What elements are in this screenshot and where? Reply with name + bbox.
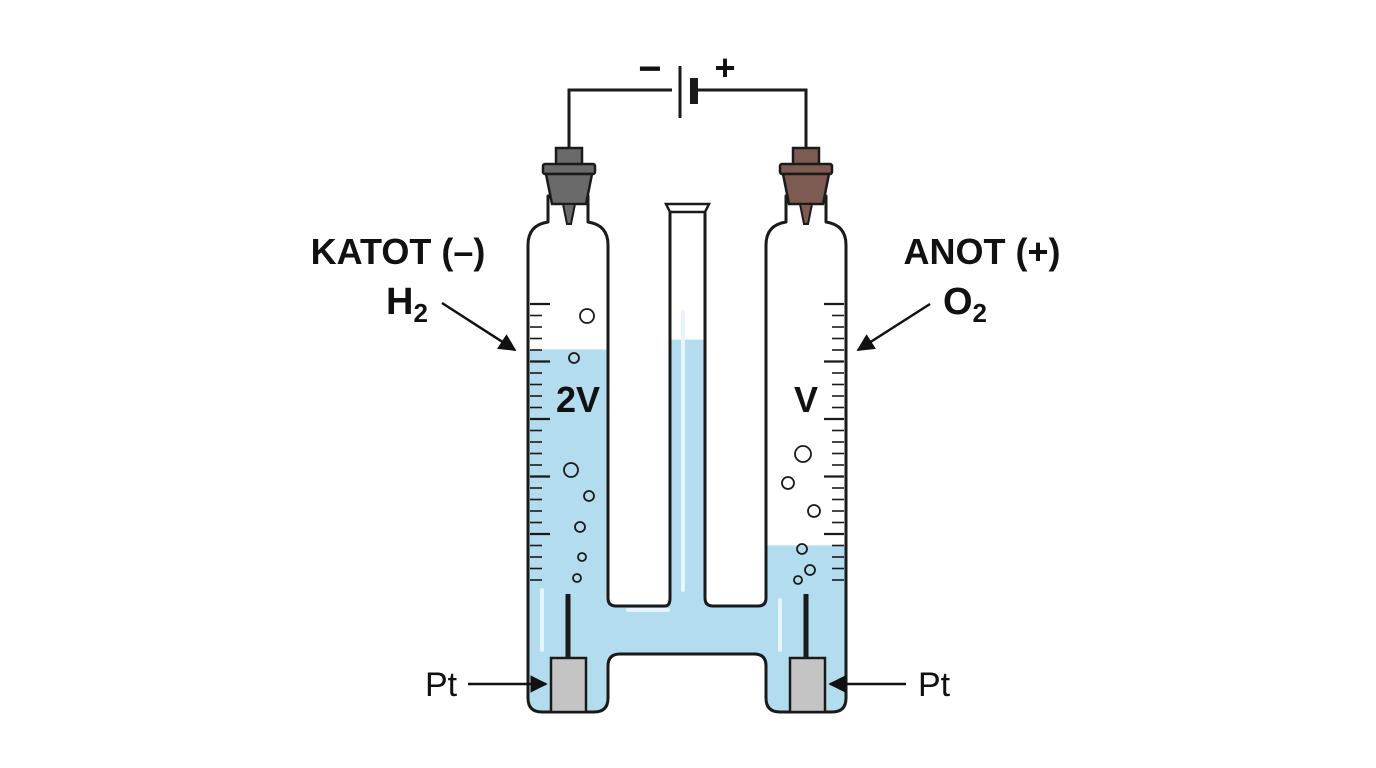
battery-minus-sign: − [638, 47, 661, 91]
glass-apparatus [526, 194, 848, 714]
cathode-volume-label: 2V [556, 379, 600, 420]
anode-volume-label: V [794, 379, 818, 420]
anode-scale [824, 302, 844, 581]
anode-gas-formula: O2 [943, 281, 987, 328]
battery-icon [678, 66, 698, 118]
cathode-gas-subscript: 2 [413, 298, 427, 328]
cathode-gas-bubbles [563, 308, 595, 583]
anode-electrode [788, 594, 827, 714]
anode-electrode-label: Pt [918, 666, 951, 704]
cathode-scale [530, 302, 550, 581]
cathode-gas-symbol: H [386, 281, 413, 323]
wire-right [696, 88, 808, 150]
anode-gas-bubbles [781, 445, 821, 585]
battery-plus-sign: + [714, 47, 735, 88]
cathode-stopper [541, 146, 597, 225]
anode-label: ANOT (+) [904, 231, 1061, 272]
center-tube-lip [663, 202, 712, 214]
cathode-gas-formula: H2 [386, 281, 428, 328]
cathode-electrode-label: Pt [425, 666, 458, 704]
anode-gas-subscript: 2 [973, 298, 987, 328]
wire-left [567, 88, 672, 150]
anode-gas-symbol: O [943, 281, 973, 323]
anode-stopper [778, 146, 834, 225]
water-center-tube [665, 339, 710, 620]
cathode-label: KATOT (–) [311, 231, 486, 272]
cathode-electrode [549, 594, 588, 714]
cathode-gas-arrow [441, 301, 517, 352]
anode-gas-arrow [856, 302, 931, 352]
